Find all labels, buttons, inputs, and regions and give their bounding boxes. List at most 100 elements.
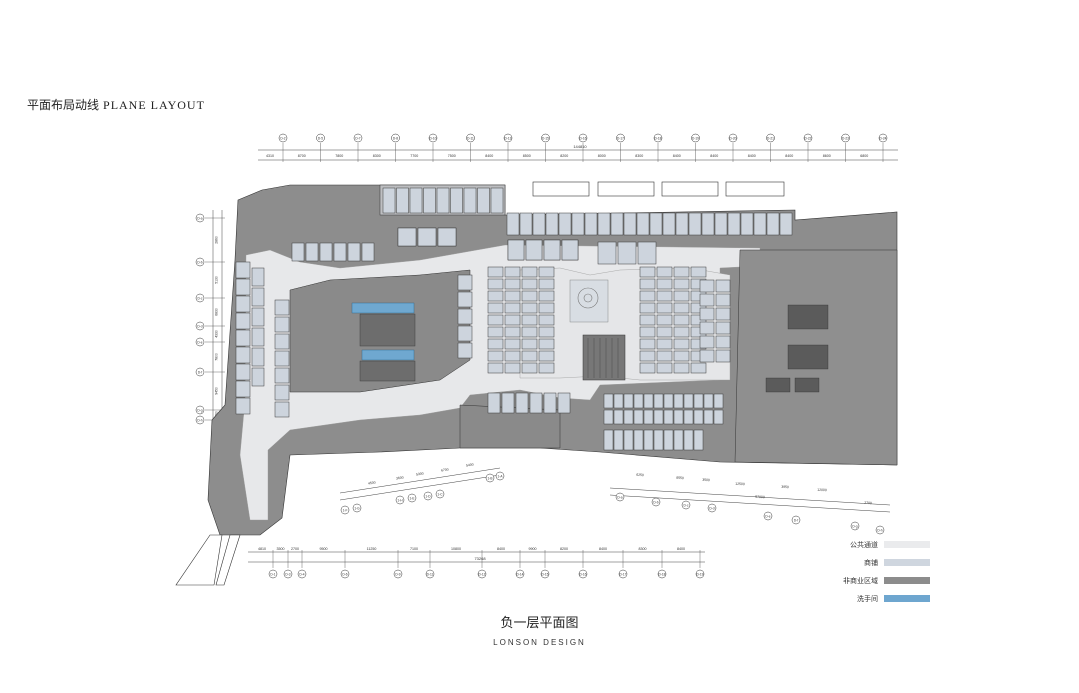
bottom-axis-marker: D-19 [695, 569, 705, 579]
shop-unit [636, 212, 650, 236]
left-axis-marker: D-g [195, 405, 205, 415]
diagonal-axis-marker: 1-F [340, 505, 350, 515]
diagonal-dimension-left [339, 467, 501, 501]
shop-unit [521, 302, 538, 314]
shop-unit [291, 242, 305, 262]
shop-unit [557, 392, 571, 414]
shop-unit [235, 363, 251, 381]
shop-unit [656, 350, 673, 362]
bottom-dimension-label: 8400 [677, 547, 685, 551]
diagonal-dimension-label: 12000 [817, 488, 827, 492]
shop-unit [382, 187, 396, 214]
shop-unit [417, 227, 437, 247]
shop-unit [653, 393, 664, 409]
top-dimension-label: 6800 [860, 154, 868, 158]
svg-text:D-24: D-24 [880, 136, 887, 140]
bottom-axis-marker: D-16 [578, 569, 588, 579]
left-axis-marker: D-e [195, 337, 205, 347]
bottom-axis-marker: D-9 [393, 569, 403, 579]
shop-unit [699, 307, 715, 321]
top-axis-marker: D-7 [353, 133, 363, 143]
shop-unit [699, 335, 715, 349]
bottom-axis-marker: D-18 [657, 569, 667, 579]
shop-unit [673, 350, 690, 362]
diagonal-dimension-label: 12500 [735, 482, 745, 486]
shop-unit [487, 362, 504, 374]
shop-unit [519, 212, 533, 236]
diagonal-dimension-right [609, 487, 891, 513]
left-axis-marker: D-b [195, 257, 205, 267]
legend-item-washroom: 洗手间 [820, 592, 930, 610]
top-axis-marker: D-21 [766, 133, 775, 143]
legend-item-shop: 商铺 [820, 556, 930, 574]
south-ramp [175, 534, 223, 586]
svg-text:D-g: D-g [197, 408, 202, 412]
svg-text:D-9: D-9 [395, 572, 400, 576]
shop-unit [274, 316, 290, 333]
shop-unit [305, 242, 319, 262]
shop-unit [649, 212, 663, 236]
shop-unit [701, 212, 715, 236]
diagonal-axis-marker: 1-E [407, 493, 417, 503]
shop-unit [597, 212, 611, 236]
shop-unit [639, 326, 656, 338]
shop-unit [487, 278, 504, 290]
svg-text:D-17: D-17 [620, 572, 627, 576]
bottom-dimension-label: 3500 [277, 547, 285, 551]
shop-unit [251, 367, 265, 387]
shop-unit [504, 362, 521, 374]
shop-unit [623, 409, 634, 425]
washroom-2 [361, 349, 415, 361]
bottom-dimension-label: 9500 [320, 547, 328, 551]
shop-unit [507, 239, 525, 261]
top-dimension-label: 7800 [335, 154, 343, 158]
header-title-cn: 平面布局动线 [27, 98, 100, 112]
shop-unit [673, 302, 690, 314]
svg-text:D-3: D-3 [285, 572, 290, 576]
shop-unit [713, 409, 724, 425]
shop-unit [457, 274, 473, 291]
shop-unit [699, 293, 715, 307]
left-dimension-label: 4330 [215, 330, 219, 338]
svg-text:1-C: 1-C [437, 492, 443, 496]
left-dimension-label: 6830 [215, 308, 219, 316]
shop-unit [571, 212, 585, 236]
svg-text:D-11: D-11 [467, 136, 474, 140]
svg-text:D-11: D-11 [427, 572, 434, 576]
shop-unit [538, 302, 555, 314]
shop-unit [235, 346, 251, 364]
shop-unit [662, 212, 676, 236]
shop-unit [538, 266, 555, 278]
shop-unit [409, 187, 423, 214]
bottom-dimension-label: 8300 [639, 547, 647, 551]
shop-unit [396, 187, 409, 214]
shop-unit [501, 392, 515, 414]
left-dimension-label: 9450 [215, 387, 219, 395]
plan-subtitle: LONSON DESIGN [493, 638, 586, 647]
top-axis-marker: D-11 [466, 133, 475, 143]
shop-unit [673, 338, 690, 350]
shop-unit [274, 333, 290, 350]
diagonal-axis-marker: D-g [850, 521, 860, 531]
svg-text:D-b: D-b [197, 260, 202, 264]
shop-unit [251, 347, 265, 367]
shop-unit [637, 241, 657, 265]
top-dimension-label: 8400 [748, 154, 756, 158]
shop-unit [538, 362, 555, 374]
bottom-dimension-label: 8400 [599, 547, 607, 551]
svg-text:1-A: 1-A [498, 474, 504, 478]
svg-text:D-d: D-d [709, 506, 714, 510]
shop-unit [319, 242, 333, 262]
shop-unit [584, 212, 598, 236]
top-axis-marker: D-2 [278, 133, 288, 143]
shop-unit [463, 187, 477, 214]
svg-text:D-4: D-4 [299, 572, 304, 576]
legend-item-public: 公共通道 [820, 538, 930, 556]
diagonal-dimension-label: 6250 [636, 473, 644, 477]
shop-unit [504, 266, 521, 278]
shop-unit [603, 429, 614, 451]
shop-unit [673, 429, 684, 451]
shop-unit [633, 393, 644, 409]
shop-unit [715, 349, 731, 363]
svg-text:D-g: D-g [852, 524, 857, 528]
